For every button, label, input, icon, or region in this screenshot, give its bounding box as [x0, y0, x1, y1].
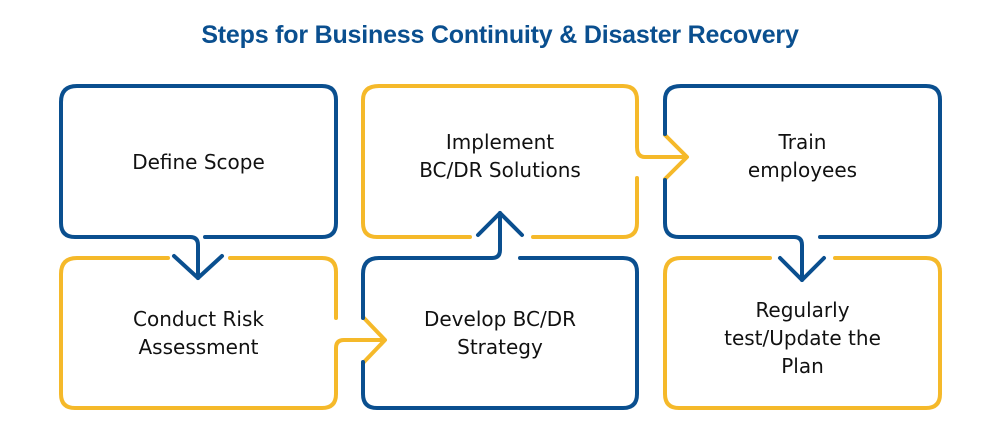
step-box-define-scope — [59, 84, 338, 280]
arrow-right-icon — [663, 133, 689, 181]
step-box-develop-strategy-rest — [361, 256, 639, 410]
step-box-train-employees-bottom-left — [663, 178, 804, 282]
step-box-conduct-risk-assessment-top-right — [228, 256, 338, 320]
step-label-regularly-test-update: Regularly test/Update the Plan — [724, 298, 881, 378]
step-label-implement-solutions: Implement BC/DR Solutions — [419, 130, 581, 182]
step-box-develop-strategy — [361, 211, 502, 320]
arrow-down-icon — [172, 254, 224, 280]
step-box-train-employees — [663, 84, 942, 239]
step-label-conduct-risk-assessment: Conduct Risk Assessment — [133, 307, 264, 359]
arrow-up-icon — [476, 211, 524, 237]
arrow-right-icon — [361, 315, 387, 365]
step-label-develop-strategy: Develop BC/DR Strategy — [423, 307, 577, 359]
step-label-define-scope: Define Scope — [132, 149, 265, 174]
step-box-implement-solutions-bottom-right — [531, 176, 639, 239]
arrow-down-icon — [778, 256, 826, 282]
step-box-regularly-test-update — [663, 256, 942, 410]
step-box-implement-solutions — [361, 84, 688, 239]
diagram-title: Steps for Business Continuity & Disaster… — [201, 21, 799, 49]
step-box-conduct-risk-assessment — [59, 256, 386, 410]
step-label-train-employees: Train employees — [747, 130, 858, 182]
